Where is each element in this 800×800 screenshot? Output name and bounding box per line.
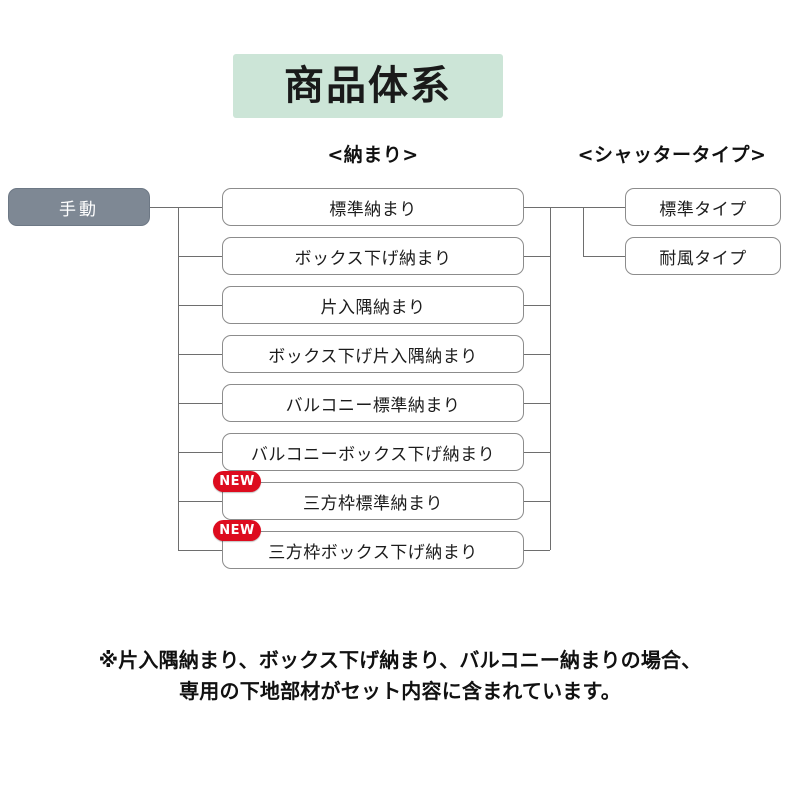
connector-node-to-collector	[524, 354, 550, 355]
osamari-node[interactable]: バルコニーボックス下げ納まり	[222, 433, 524, 471]
title-banner: 商品体系	[233, 54, 503, 118]
osamari-node[interactable]: ボックス下げ納まり	[222, 237, 524, 275]
shutter-type-node[interactable]: 耐風タイプ	[625, 237, 781, 275]
column-header-shutter-type: <シャッタータイプ>	[577, 144, 767, 166]
connector-shutter-trunk	[583, 207, 584, 256]
osamari-node[interactable]: 三方枠標準納まり	[222, 482, 524, 520]
footnote-line-1: ※片入隅納まり、ボックス下げ納まり、バルコニー納まりの場合、	[98, 648, 702, 672]
osamari-node[interactable]: 片入隅納まり	[222, 286, 524, 324]
connector-node-to-collector	[524, 501, 550, 502]
osamari-node[interactable]: バルコニー標準納まり	[222, 384, 524, 422]
footnote: ※片入隅納まり、ボックス下げ納まり、バルコニー納まりの場合、 専用の下地部材がセ…	[0, 645, 800, 707]
column-header-osamari: <納まり>	[327, 144, 419, 166]
connector-trunk-to-shutter-node	[583, 207, 625, 208]
connector-root-to-trunk	[150, 207, 178, 208]
connector-node-to-collector	[524, 207, 550, 208]
connector-trunk-to-node	[178, 501, 222, 502]
connector-trunk-to-node	[178, 550, 222, 551]
osamari-node[interactable]: 三方枠ボックス下げ納まり	[222, 531, 524, 569]
shutter-type-node[interactable]: 標準タイプ	[625, 188, 781, 226]
osamari-node[interactable]: 標準納まり	[222, 188, 524, 226]
footnote-line-2: 専用の下地部材がセット内容に含まれています。	[179, 679, 621, 703]
connector-right-collector-trunk	[550, 207, 551, 550]
connector-trunk-to-node	[178, 403, 222, 404]
connector-trunk-to-node	[178, 305, 222, 306]
osamari-node[interactable]: ボックス下げ片入隅納まり	[222, 335, 524, 373]
connector-trunk-to-node	[178, 354, 222, 355]
connector-left-trunk	[178, 207, 179, 550]
connector-node-to-collector	[524, 550, 550, 551]
connector-trunk-to-node	[178, 452, 222, 453]
new-badge: NEW	[213, 520, 261, 541]
page-title: 商品体系	[284, 63, 452, 109]
connector-node-to-collector	[524, 256, 550, 257]
connector-node-to-collector	[524, 305, 550, 306]
new-badge: NEW	[213, 471, 261, 492]
connector-trunk-to-node	[178, 207, 222, 208]
connector-trunk-to-shutter-node	[583, 256, 625, 257]
root-node-manual[interactable]: 手動	[8, 188, 150, 226]
connector-node-to-collector	[524, 403, 550, 404]
connector-node-to-collector	[524, 452, 550, 453]
connector-collector-to-branch	[550, 207, 583, 208]
connector-trunk-to-node	[178, 256, 222, 257]
